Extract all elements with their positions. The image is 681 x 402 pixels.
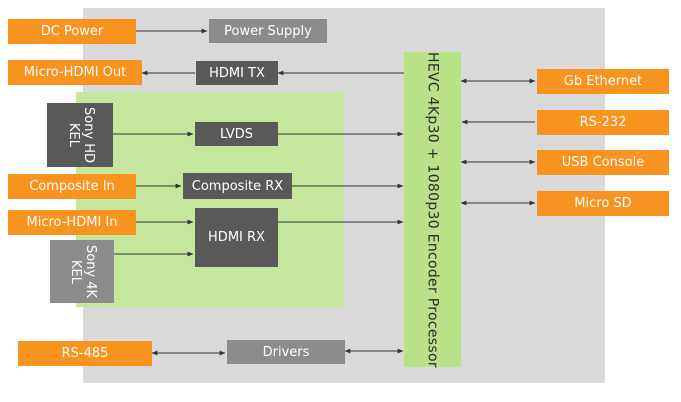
- power-supply-block: Power Supply: [209, 19, 327, 43]
- drivers-block: Drivers: [227, 340, 345, 364]
- hdmi-rx-block: HDMI RX: [195, 208, 278, 267]
- sony-hd-line2: KEL: [66, 123, 81, 147]
- composite-in-label: Composite In: [29, 179, 115, 194]
- rs232-label: RS-232: [579, 115, 627, 130]
- dc-power-block: DC Power: [8, 19, 136, 44]
- hdmi-tx-block: HDMI TX: [196, 61, 278, 85]
- micro-sd-label: Micro SD: [574, 196, 632, 211]
- usb-console-label: USB Console: [561, 155, 645, 170]
- sony-hd-line1: Sony HD: [80, 106, 96, 164]
- composite-rx-block: Composite RX: [183, 173, 292, 199]
- rs485-block: RS-485: [18, 341, 152, 366]
- hdmi-rx-label: HDMI RX: [208, 230, 265, 245]
- micro-hdmi-out-block: Micro-HDMI Out: [8, 60, 142, 85]
- sony-hd-kel-label: Sony HD KEL: [65, 106, 96, 164]
- rs485-label: RS-485: [61, 346, 109, 361]
- gb-ethernet-label: Gb Ethernet: [563, 74, 643, 89]
- composite-in-block: Composite In: [8, 174, 136, 199]
- usb-console-block: USB Console: [537, 150, 669, 175]
- sony-4k-line1: Sony 4K: [82, 244, 98, 299]
- sony-4k-kel-block: Sony 4K KEL: [50, 240, 114, 303]
- sony-4k-line2: KEL: [68, 259, 83, 284]
- power-supply-label: Power Supply: [224, 23, 312, 39]
- hdmi-tx-label: HDMI TX: [209, 65, 265, 81]
- gb-ethernet-block: Gb Ethernet: [537, 69, 669, 94]
- sony-hd-kel-block: Sony HD KEL: [47, 103, 113, 167]
- micro-hdmi-out-label: Micro-HDMI Out: [23, 65, 127, 80]
- micro-hdmi-in-block: Micro-HDMI In: [8, 210, 136, 235]
- encoder-processor-block: HEVC 4Kp30 + 1080p30 Encoder Processor: [404, 52, 461, 367]
- lvds-label: LVDS: [220, 126, 253, 142]
- micro-sd-block: Micro SD: [537, 191, 669, 216]
- drivers-label: Drivers: [262, 344, 310, 360]
- sony-4k-kel-label: Sony 4K KEL: [67, 244, 98, 299]
- dc-power-label: DC Power: [40, 24, 104, 39]
- encoder-processor-label: HEVC 4Kp30 + 1080p30 Encoder Processor: [424, 51, 441, 368]
- rs232-block: RS-232: [537, 110, 669, 135]
- lvds-block: LVDS: [195, 122, 278, 146]
- micro-hdmi-in-label: Micro-HDMI In: [26, 215, 118, 230]
- composite-rx-label: Composite RX: [191, 178, 284, 194]
